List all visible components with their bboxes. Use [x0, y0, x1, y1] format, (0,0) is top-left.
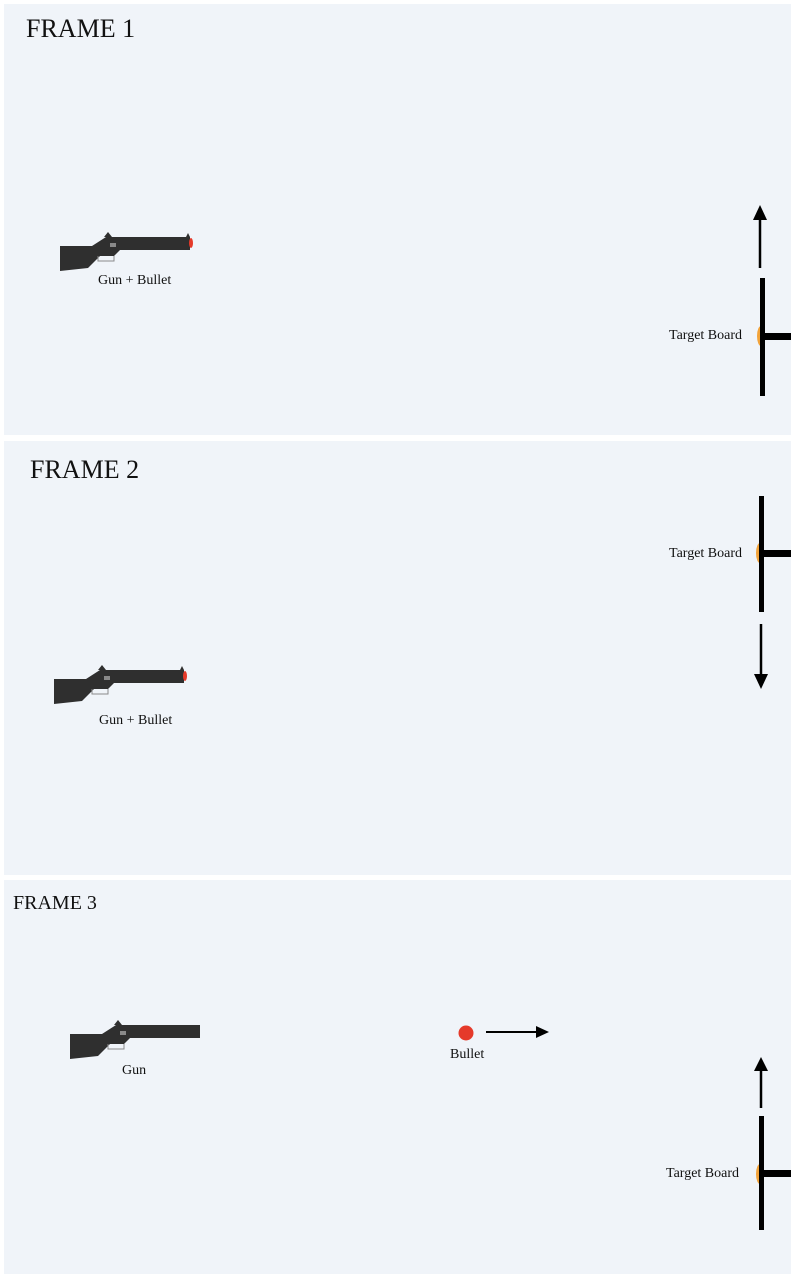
gun-label: Gun + Bullet	[98, 273, 172, 288]
frame-2: FRAME 2 Target Board Gun + Bullet	[4, 441, 791, 875]
bullet-label: Bullet	[450, 1047, 485, 1062]
arrow-down-icon	[754, 624, 768, 689]
target-board-icon	[757, 278, 791, 396]
target-board-icon	[756, 1116, 791, 1230]
arrow-up-icon	[754, 1057, 768, 1108]
target-board-label: Target Board	[669, 328, 743, 343]
gun-label: Gun + Bullet	[99, 713, 173, 728]
frame-title: FRAME 2	[30, 455, 140, 484]
frame-3: FRAME 3 Gun Bullet Target Board	[4, 880, 791, 1274]
frame-title: FRAME 1	[26, 14, 136, 43]
gun-label: Gun	[122, 1063, 147, 1078]
bullet-icon	[189, 238, 193, 248]
bullet-icon	[458, 1025, 474, 1041]
gun-icon	[60, 232, 193, 271]
target-board-icon	[756, 496, 791, 612]
frame-1: FRAME 1 Gun + Bullet Target Board	[4, 4, 791, 435]
target-board-label: Target Board	[669, 546, 743, 561]
gun-icon	[54, 665, 187, 704]
arrow-up-icon	[753, 205, 767, 268]
arrow-right-icon	[486, 1026, 549, 1038]
bullet-icon	[183, 671, 187, 681]
gun-icon	[70, 1020, 200, 1059]
frame-title: FRAME 3	[13, 892, 97, 914]
target-board-label: Target Board	[666, 1166, 740, 1181]
